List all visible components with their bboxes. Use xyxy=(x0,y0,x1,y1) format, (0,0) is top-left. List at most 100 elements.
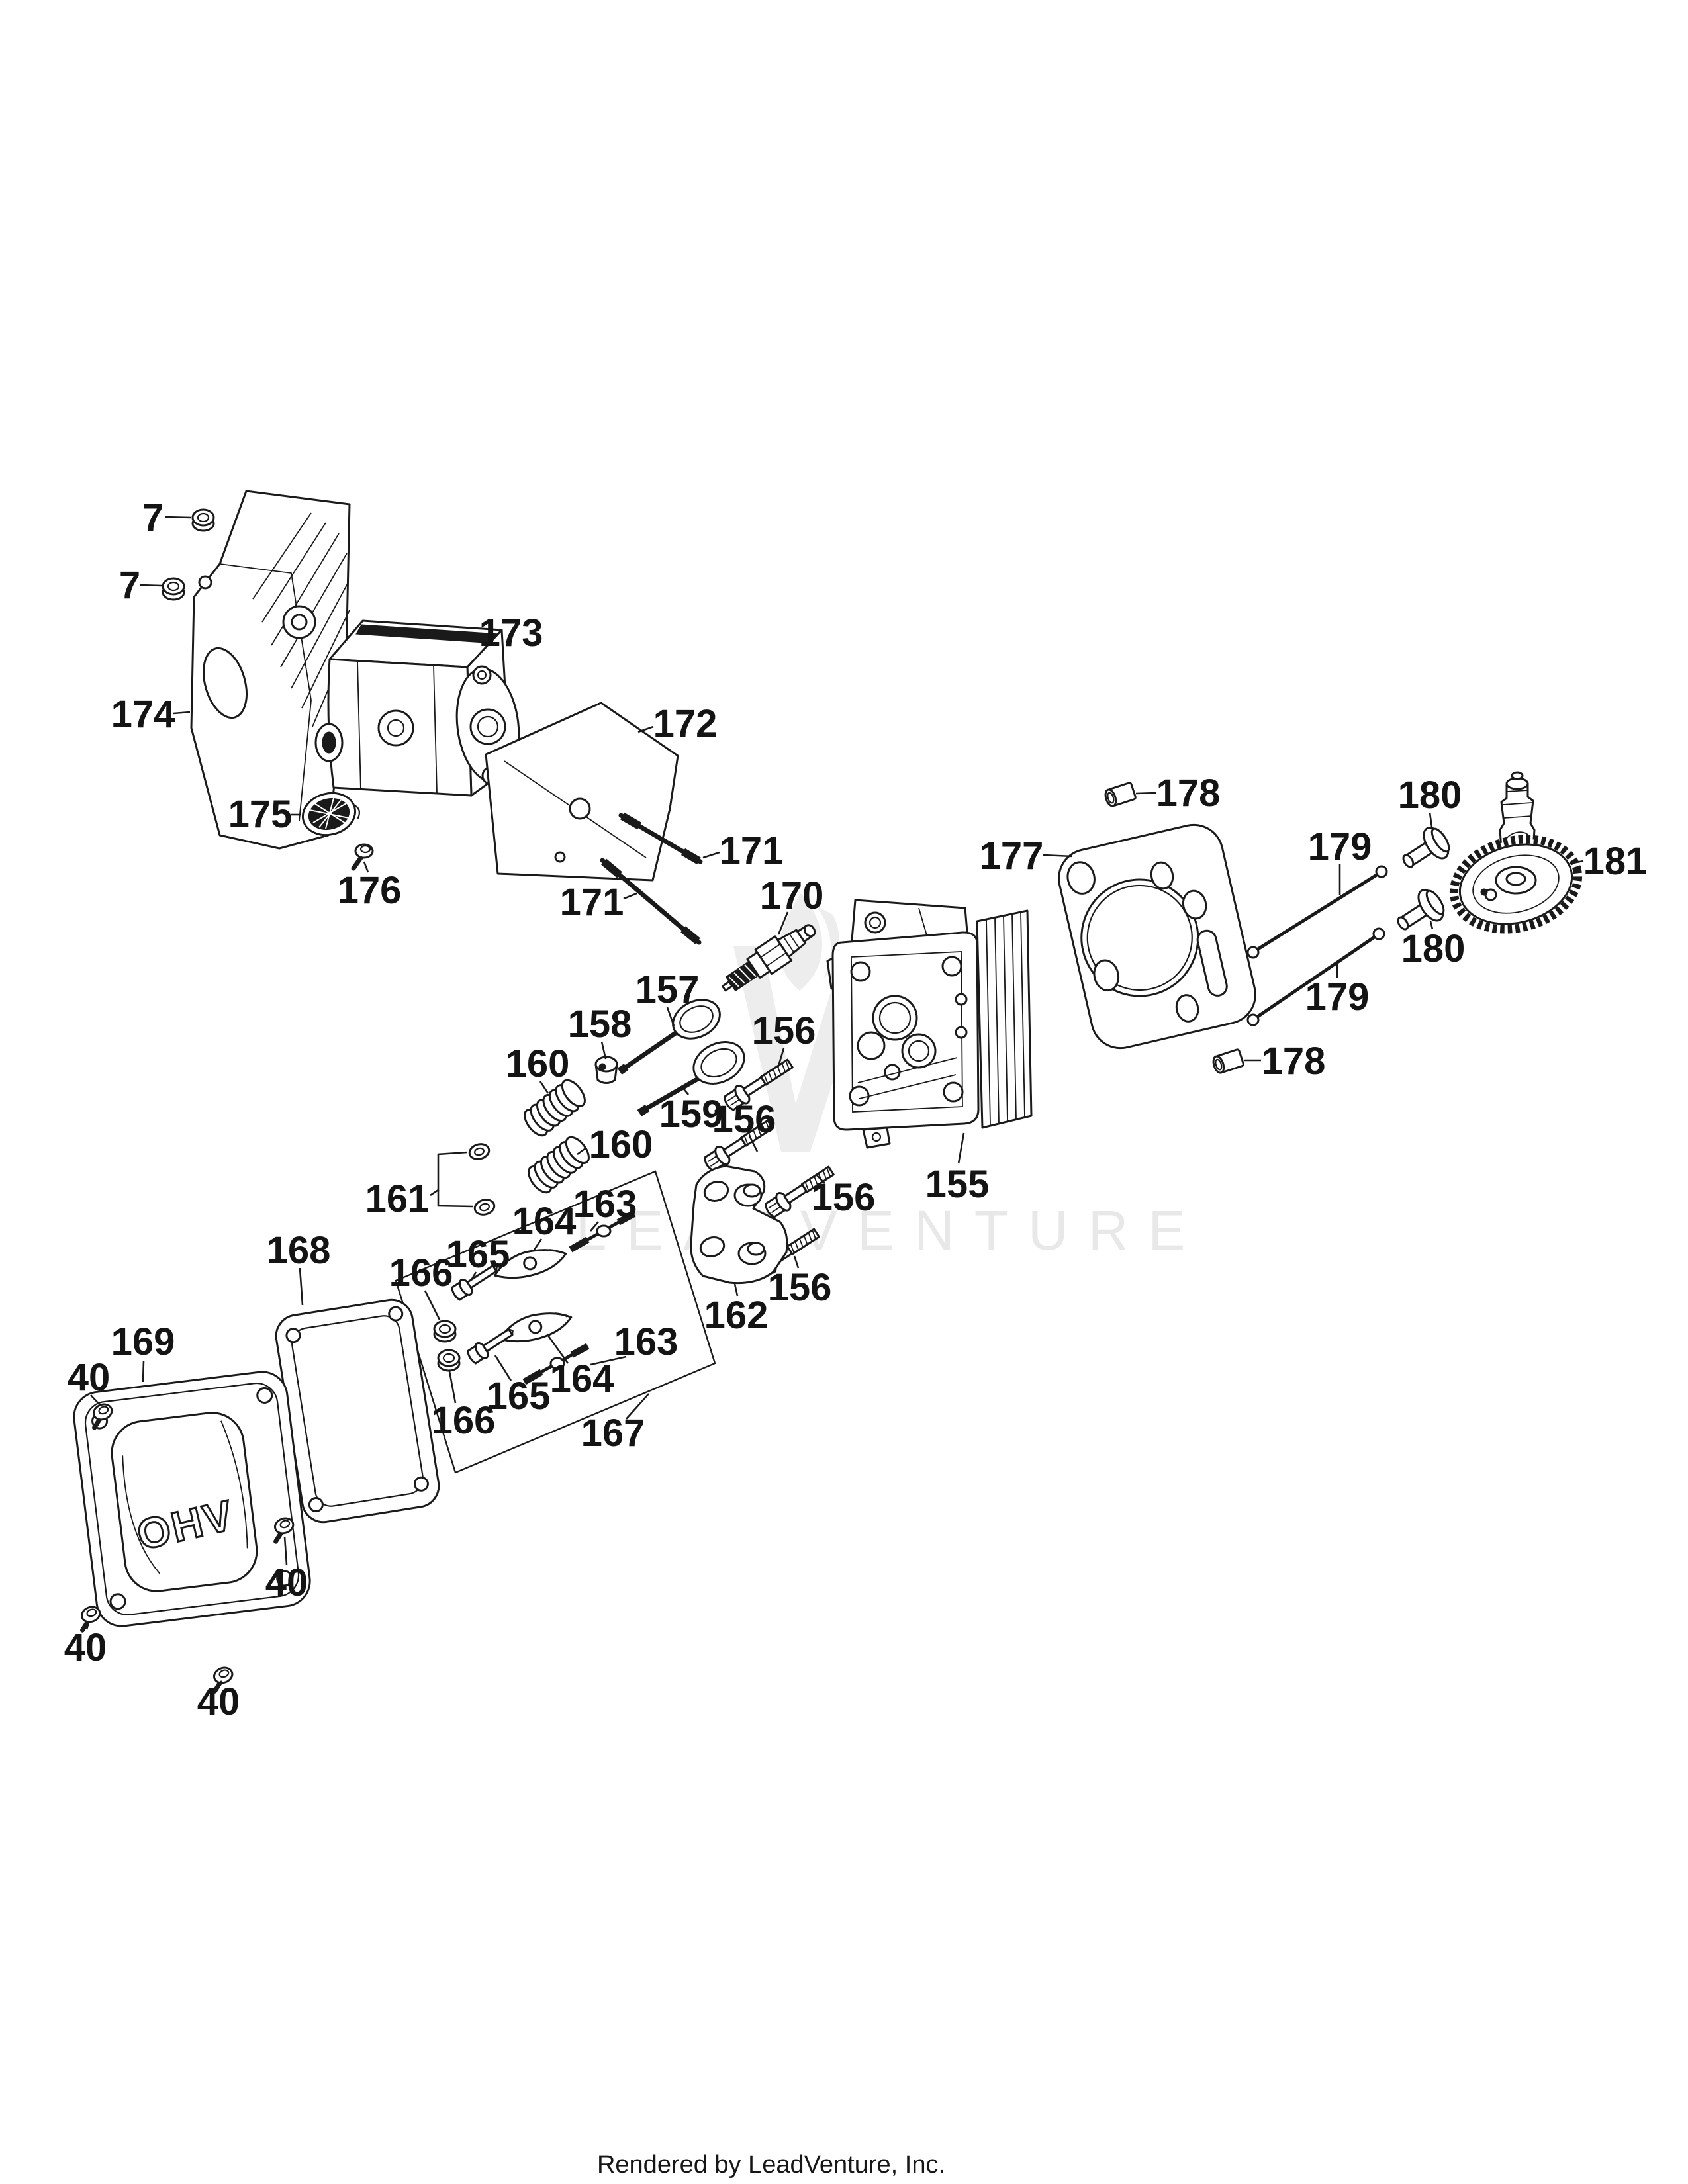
callout-171-7: 171 xyxy=(720,829,784,872)
intake-valve xyxy=(637,1041,745,1116)
leader-line-160-13 xyxy=(539,1081,549,1094)
leader-line-178-19 xyxy=(1135,792,1156,795)
rocker-arm-b xyxy=(499,1312,573,1343)
leader-line-169-35 xyxy=(142,1360,145,1383)
leader-line-160-16 xyxy=(577,1146,587,1156)
flange-nut-7-a xyxy=(191,508,215,532)
head-gasket xyxy=(1058,823,1256,1050)
callout-180-23: 180 xyxy=(1401,927,1466,970)
rocker-stud-a xyxy=(569,1210,636,1253)
callout-181-22: 181 xyxy=(1583,840,1648,883)
watermark-flame-icon xyxy=(779,893,839,991)
push-rod-b xyxy=(1246,927,1385,1026)
cover-screw-4 xyxy=(212,1666,234,1694)
callout-172-4: 172 xyxy=(653,702,718,745)
leader-line-156-15 xyxy=(748,1135,759,1152)
valve-tappet-a xyxy=(1402,827,1450,868)
leader-line-172-4 xyxy=(637,725,654,733)
leader-line-156-27 xyxy=(815,1173,825,1184)
leader-line-7-0 xyxy=(164,516,192,519)
spark-plug xyxy=(721,924,816,992)
valve-tappet-b xyxy=(1397,889,1445,931)
leader-line-155-26 xyxy=(957,1132,965,1164)
leader-line-166-40 xyxy=(448,1371,457,1404)
spring-washer-b xyxy=(473,1199,496,1216)
leader-line-176-6 xyxy=(363,861,369,873)
cover-screw-3 xyxy=(80,1606,101,1633)
callout-156-29: 156 xyxy=(768,1266,832,1309)
leader-line-166-33 xyxy=(424,1290,441,1320)
callout-170-9: 170 xyxy=(760,874,824,917)
callout-7-1: 7 xyxy=(119,564,140,607)
callout-178-19: 178 xyxy=(1156,772,1221,815)
rocker-bracket-plate xyxy=(690,1165,788,1285)
callout-156-12: 156 xyxy=(752,1009,816,1052)
callout-158-11: 158 xyxy=(568,1003,632,1046)
leader-line-162-28 xyxy=(733,1283,739,1297)
valve-cover: OHV xyxy=(73,1371,311,1627)
leader-line-163-37 xyxy=(590,1355,627,1366)
spark-arrestor-screen xyxy=(301,792,360,837)
leader-line-156-29 xyxy=(793,1255,800,1269)
dowel-pin-a xyxy=(1104,782,1137,807)
spring-washer-a xyxy=(468,1143,491,1160)
leader-line-171-8 xyxy=(623,892,637,900)
leader-line-161-17 xyxy=(437,1190,473,1208)
callout-168-34: 168 xyxy=(267,1229,331,1272)
callout-40-42: 40 xyxy=(265,1561,308,1604)
leader-line-177-18 xyxy=(1043,854,1073,858)
leader-line-171-7 xyxy=(702,851,720,859)
valve-cover-gasket xyxy=(275,1298,440,1524)
leader-line-181-22 xyxy=(1572,860,1584,864)
callout-40-43: 40 xyxy=(64,1626,107,1669)
cylinder-head xyxy=(826,899,1033,1149)
callout-166-33: 166 xyxy=(389,1251,453,1295)
leader-line-161-17 xyxy=(430,1151,468,1197)
footer-credit: Rendered by LeadVenture, Inc. xyxy=(597,2151,945,2179)
flange-nut-7-b xyxy=(162,577,185,601)
head-stud-a xyxy=(618,812,703,865)
callout-167-41: 167 xyxy=(581,1412,645,1455)
valve-spring-b xyxy=(528,1136,590,1194)
callout-178-25: 178 xyxy=(1262,1040,1326,1083)
head-bolt-3 xyxy=(765,1165,835,1218)
callout-157-10: 157 xyxy=(635,968,700,1011)
leader-line-164-38 xyxy=(547,1335,569,1364)
callout-175-5: 175 xyxy=(228,793,293,836)
rocker-kit-box xyxy=(395,1170,716,1474)
callout-164-31: 164 xyxy=(512,1200,577,1243)
camshaft xyxy=(1449,771,1583,934)
rocker-arm-a xyxy=(494,1249,567,1279)
callout-160-13: 160 xyxy=(506,1042,570,1085)
callout-162-28: 162 xyxy=(704,1294,769,1337)
callout-174-2: 174 xyxy=(111,693,175,736)
callout-180-20: 180 xyxy=(1398,774,1462,817)
callout-171-8: 171 xyxy=(560,881,624,924)
valve-spring-a xyxy=(524,1079,586,1137)
leader-line-40-36 xyxy=(90,1394,101,1406)
leader-line-40-42 xyxy=(283,1536,288,1565)
callout-163-30: 163 xyxy=(573,1183,637,1226)
callout-173-3: 173 xyxy=(479,612,543,655)
callout-176-6: 176 xyxy=(338,869,402,912)
leader-line-180-23 xyxy=(1429,921,1434,930)
leader-line-40-43 xyxy=(85,1622,90,1630)
callout-179-24: 179 xyxy=(1305,976,1370,1019)
callout-164-38: 164 xyxy=(550,1357,614,1400)
leader-line-180-20 xyxy=(1429,812,1433,828)
head-bolt-2 xyxy=(704,1119,774,1172)
callout-156-27: 156 xyxy=(812,1176,876,1219)
screen-screw xyxy=(351,843,374,871)
head-bolt-1 xyxy=(724,1058,794,1111)
leader-line-7-1 xyxy=(140,584,162,587)
callout-156-15: 156 xyxy=(712,1098,776,1141)
leader-line-165-39 xyxy=(494,1355,512,1381)
leader-line-168-34 xyxy=(299,1267,304,1306)
leader-line-173-3 xyxy=(463,635,480,642)
callout-155-26: 155 xyxy=(925,1163,990,1206)
callout-169-35: 169 xyxy=(111,1320,175,1363)
leader-line-157-10 xyxy=(666,1007,675,1026)
callout-40-36: 40 xyxy=(68,1356,111,1399)
leader-line-158-11 xyxy=(600,1041,607,1060)
